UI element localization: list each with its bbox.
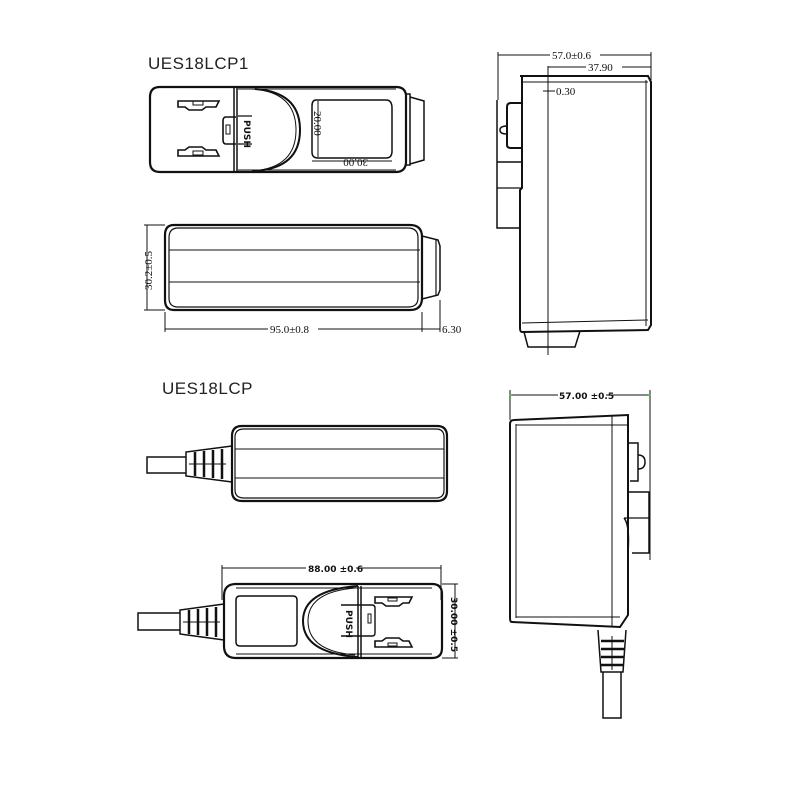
dim-depth: 57.0±0.6: [552, 50, 592, 62]
dim-width: 30.00 ±0.5: [448, 597, 458, 652]
model-title-ues18lcp: UES18LCP: [162, 379, 253, 398]
push-label: PUSH: [241, 120, 251, 148]
ues18lcp-side-view: 57.00 ±0.5: [509, 390, 651, 719]
plug-prong-icon: [374, 637, 414, 648]
plug-prong-icon: [177, 146, 221, 157]
plug-prong-icon: [374, 596, 414, 607]
cable: [146, 456, 186, 474]
ues18lcp-bottom-view: 88.00 ±0.6 PUSH 30.00 ±0.5: [137, 565, 458, 660]
dim-length: 88.00 ±0.6: [308, 565, 363, 575]
ues18lcp1-top-view: PUSH 20.00 30.00: [148, 85, 425, 174]
ues18lcp1-front-view: 30.2±0.5 95.0±0.8 6.30: [143, 223, 462, 336]
dim-length: 95.0±0.8: [270, 324, 310, 336]
plug-prong-icon: [177, 100, 221, 111]
ues18lcp-top-view: [146, 424, 449, 503]
dim-depth: 57.00 ±0.5: [559, 392, 614, 402]
dim-body-depth: 37.90: [588, 62, 613, 74]
dim-height: 30.2±0.5: [143, 250, 155, 290]
dim-offset: 0.30: [556, 86, 576, 98]
model-title-ues18lcp1: UES18LCP1: [148, 54, 249, 73]
ues18lcp1-side-view: 57.0±0.6 37.90 0.30: [496, 50, 652, 355]
cable-strain-relief: [185, 445, 233, 483]
dim-label-height: 20.00: [311, 111, 323, 136]
push-label: PUSH: [343, 610, 353, 638]
dim-label-width: 30.00: [343, 156, 368, 168]
dim-nose: 6.30: [442, 324, 462, 336]
